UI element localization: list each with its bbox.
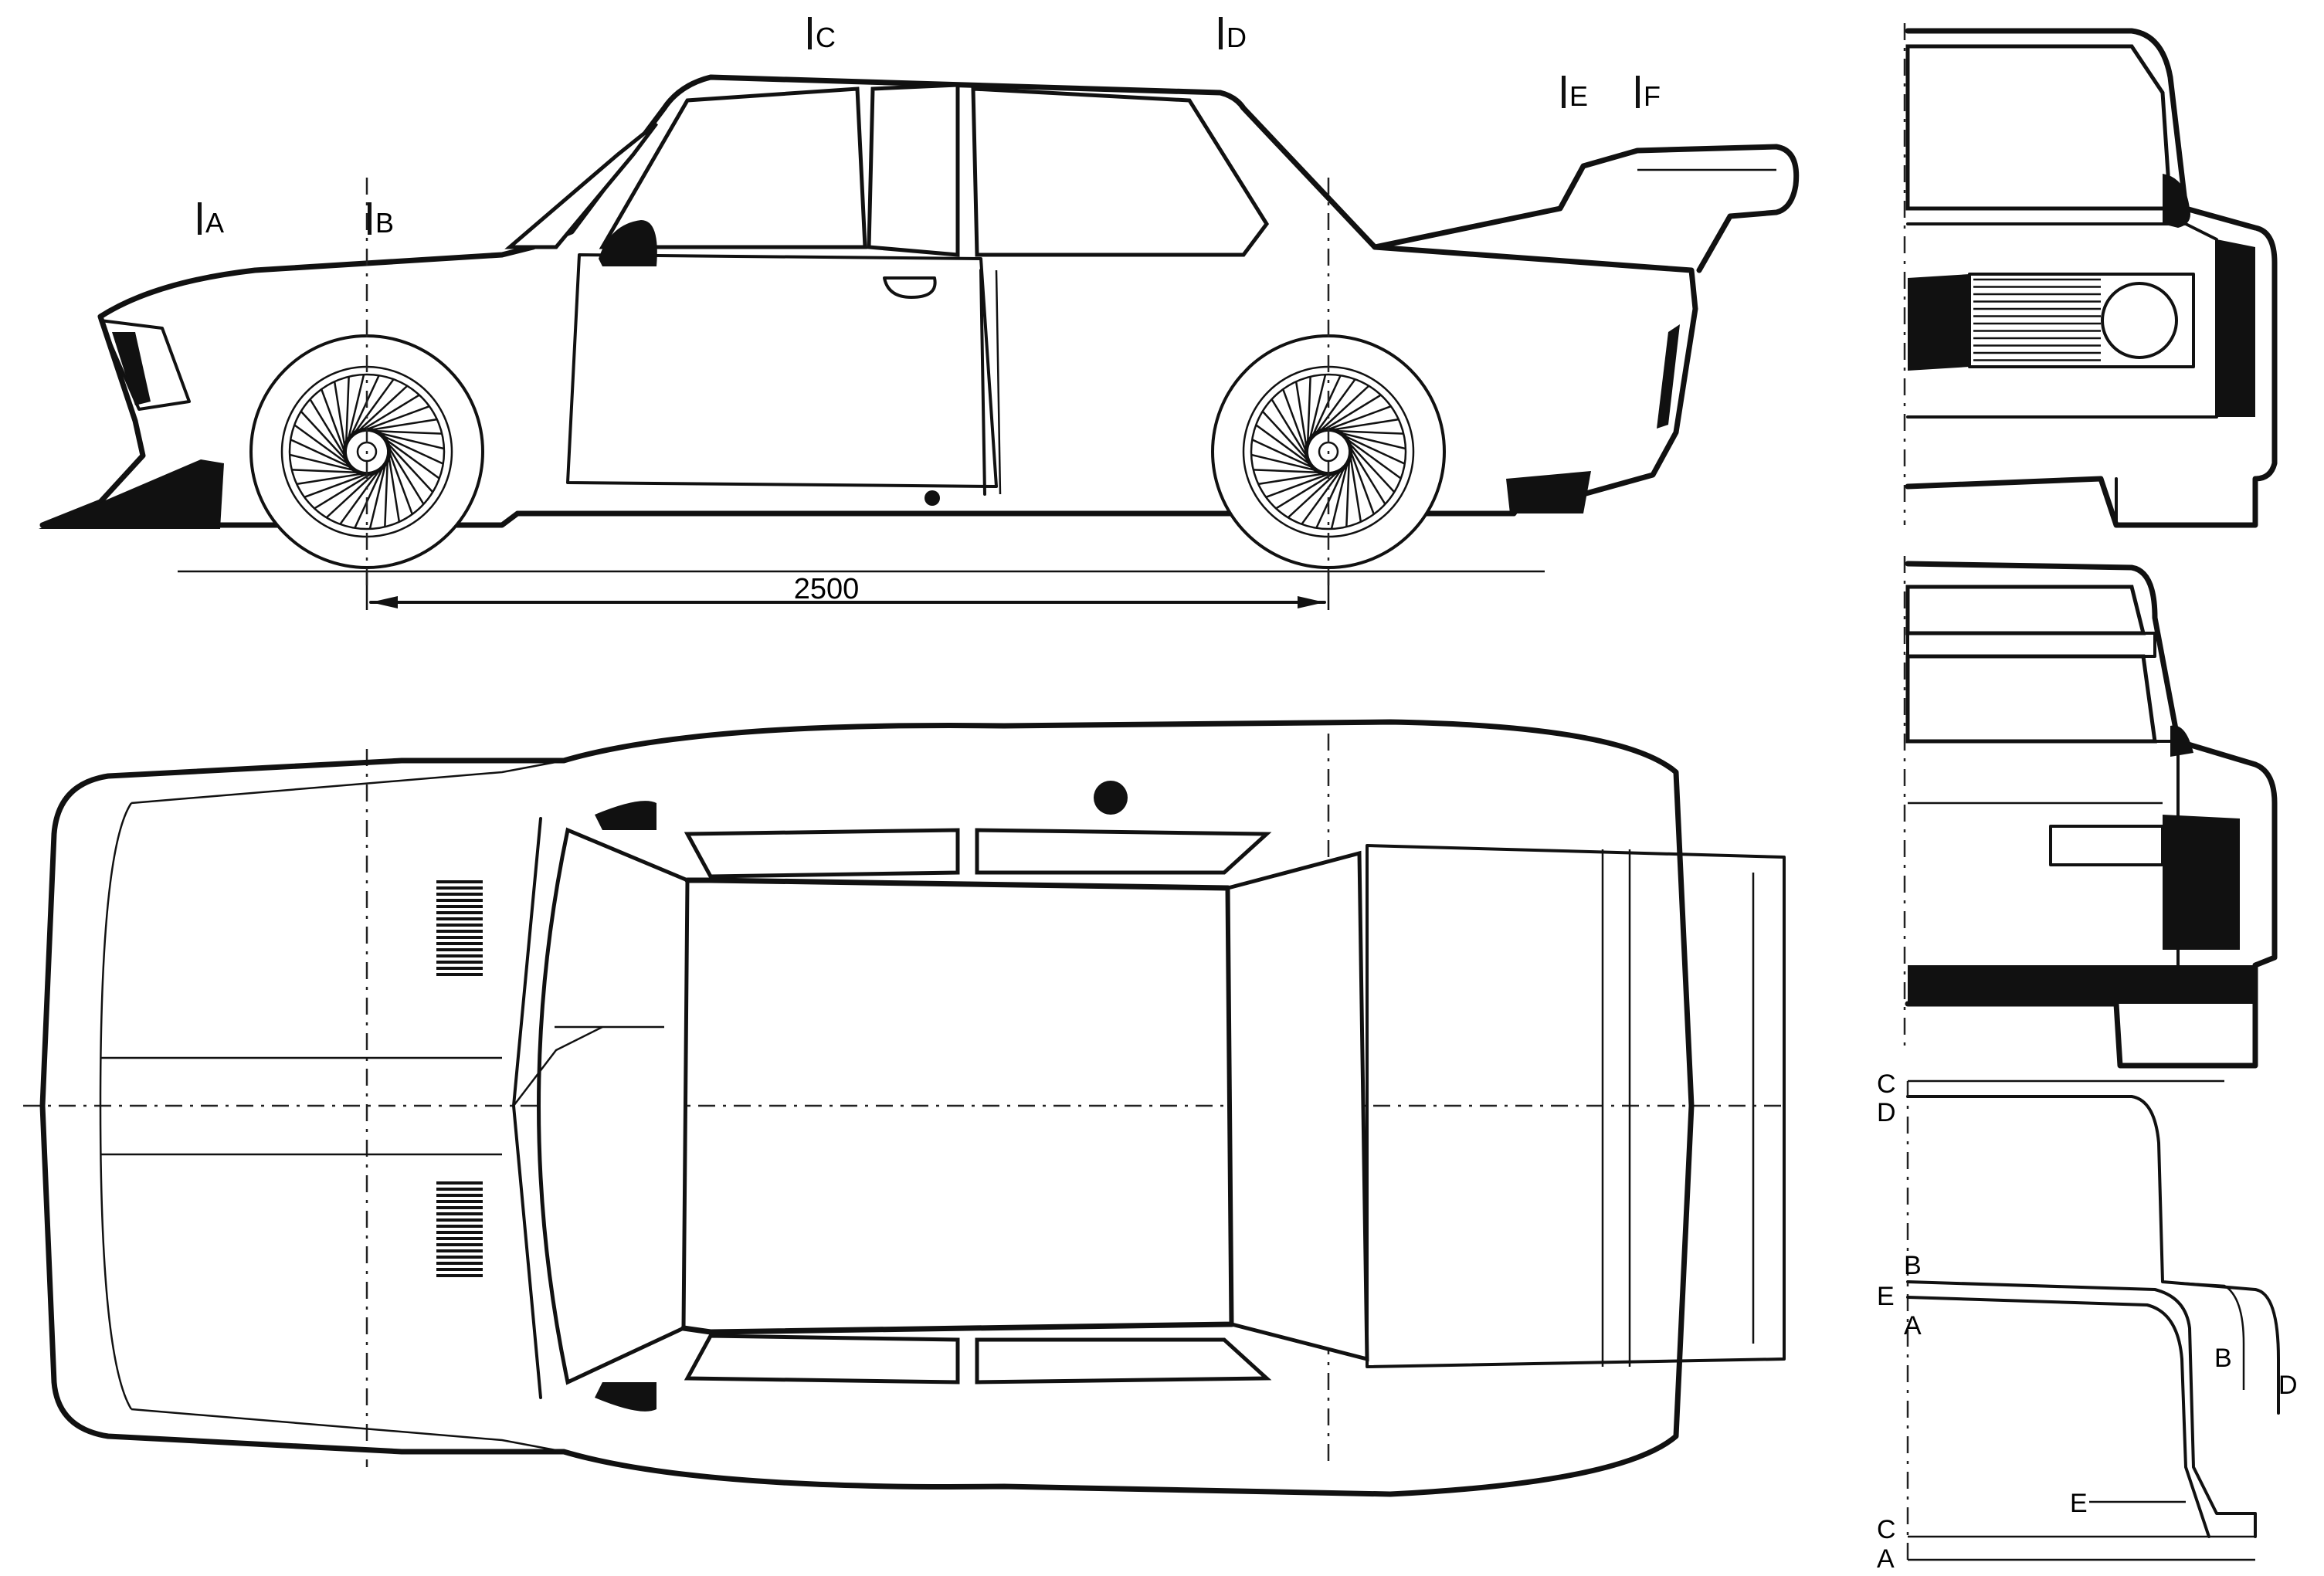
vent-slat [436, 948, 483, 951]
vent-slat [436, 973, 483, 976]
vent-slat [436, 893, 483, 896]
vent-slat [436, 1243, 483, 1246]
profile-label-b-inner: B [2214, 1344, 2232, 1373]
vent-slat [436, 1206, 483, 1209]
section-marker-a: A [198, 202, 224, 239]
profile-label-e-mid: E [1877, 1282, 1895, 1311]
section-marker-a-label: A [205, 207, 224, 239]
vent-slat [436, 905, 483, 908]
profile-label-c-bottom: C [1877, 1515, 1896, 1544]
vent-slat [436, 1212, 483, 1215]
section-marker-c: C [808, 17, 836, 53]
wheel-spoke [368, 446, 391, 530]
vent-slat [436, 1262, 483, 1265]
section-marker-b: B [368, 202, 394, 239]
front-view [1903, 23, 2278, 528]
section-marker-f: F [1636, 76, 1661, 112]
vent-slat [436, 1225, 483, 1228]
vent-slat [436, 899, 483, 902]
vent-slat [436, 924, 483, 927]
vent-slat [436, 1249, 483, 1252]
profile-label-a-bottom: A [1877, 1544, 1895, 1574]
vent-slat [436, 1200, 483, 1203]
profile-inner-labels: B D E [2070, 1344, 2298, 1518]
section-marker-d-label: D [1226, 22, 1247, 53]
section-marker-d: D [1219, 17, 1247, 53]
section-marker-c-label: C [816, 22, 836, 53]
vent-slat [436, 961, 483, 964]
profile-label-d-top: D [1877, 1098, 1896, 1127]
vent-slat [436, 1218, 483, 1222]
hood-vents-upper [436, 880, 483, 976]
vent-slat [436, 954, 483, 957]
wheel-spoke [1330, 446, 1352, 530]
rear-wheel-spokes [1250, 374, 1406, 530]
wheelbase-dimension-label: 2500 [794, 573, 860, 605]
section-marker-e: E [1562, 76, 1588, 112]
section-profile: C D B E A C A B D E [1877, 1069, 2298, 1574]
vent-slat [436, 1231, 483, 1234]
vent-slat [436, 967, 483, 970]
top-view [23, 719, 1786, 1497]
vent-slat [436, 1256, 483, 1259]
vent-slat [436, 942, 483, 945]
section-marker-f-label: F [1644, 80, 1661, 112]
section-marker-b-label: B [375, 207, 394, 239]
rear-view [1903, 556, 2278, 1069]
vent-slat [436, 1194, 483, 1197]
vent-slat [436, 1181, 483, 1185]
vent-slat [436, 911, 483, 914]
profile-label-b-mid: B [1904, 1251, 1922, 1280]
vent-slat [436, 917, 483, 920]
section-marker-e-label: E [1569, 80, 1588, 112]
hood-vents-lower [436, 1181, 483, 1277]
vent-slat [436, 1237, 483, 1240]
vent-slat [436, 1188, 483, 1191]
profile-left-labels: C D B E A C A [1877, 1069, 1922, 1574]
side-view: 2500 A B C D E F [39, 17, 1800, 610]
vent-slat [436, 880, 483, 883]
front-grille [1973, 278, 2101, 361]
profile-label-a-mid: A [1904, 1311, 1922, 1340]
vent-slat [436, 1274, 483, 1277]
vent-slat [436, 930, 483, 933]
vent-slat [436, 1268, 483, 1271]
profile-label-c-top: C [1877, 1069, 1896, 1099]
vent-slat [436, 886, 483, 890]
profile-label-d-inner: D [2278, 1371, 2298, 1400]
profile-label-e-inner: E [2070, 1489, 2088, 1518]
vent-slat [436, 936, 483, 939]
